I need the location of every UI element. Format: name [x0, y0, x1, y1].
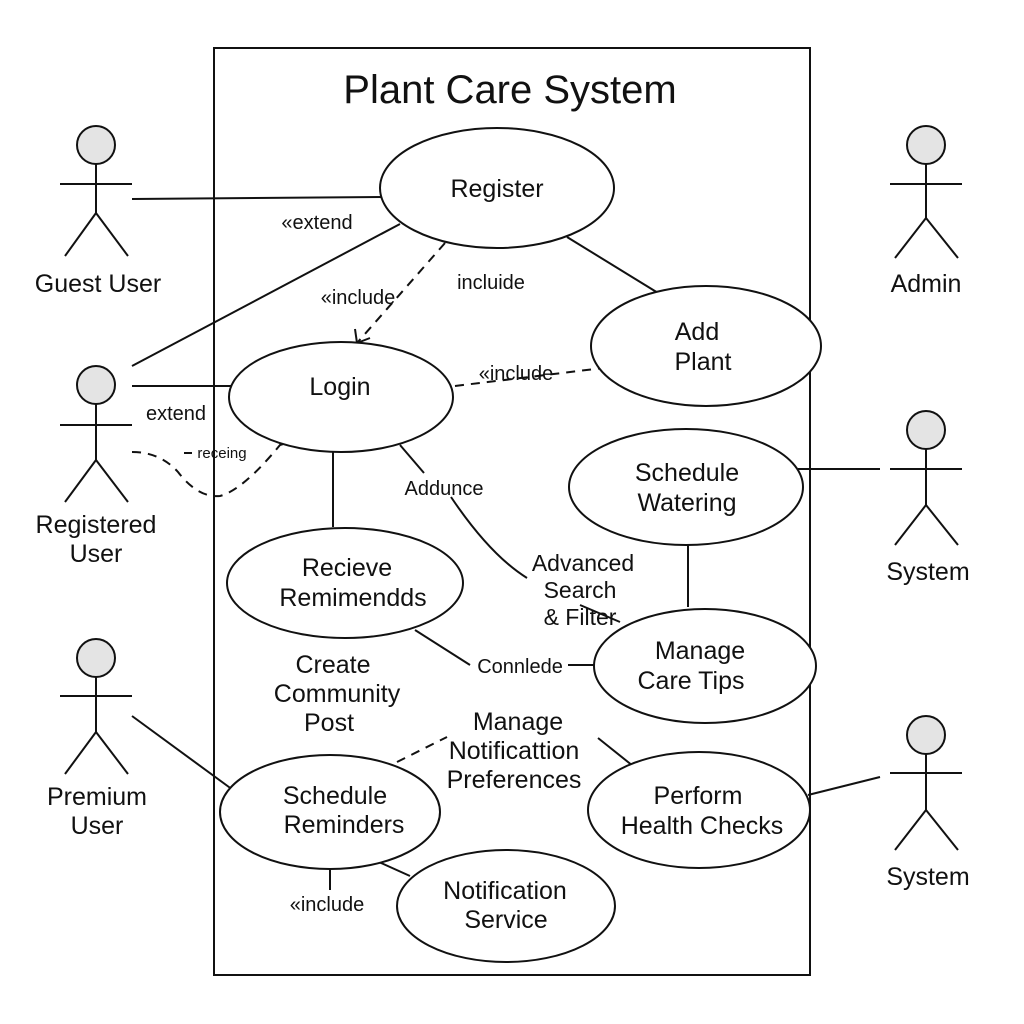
use-case-label: Service [464, 906, 547, 934]
use-case-label: Reminders [284, 811, 405, 839]
label-receing: receing [197, 445, 246, 462]
use-case-label: Schedule [283, 782, 387, 810]
use-case-schedule-watering: Schedule Watering [568, 428, 804, 546]
login-add-plant-include [454, 367, 604, 387]
registered-register-association [131, 223, 401, 367]
guest-register-association [131, 196, 384, 200]
use-case-label: Schedule [635, 459, 739, 487]
register-add-plant-line [566, 236, 664, 297]
use-case-register: Register [379, 127, 615, 249]
register-login-include [356, 242, 446, 344]
actor-system-middle: System [886, 410, 970, 586]
label-include-notification: «include [290, 894, 365, 916]
free-text-line: Community [274, 680, 401, 708]
use-case-label: Perform [654, 782, 743, 810]
actor-premium-user: Premium User [47, 638, 147, 840]
use-case-perform-health-checks: Perform Health Checks [587, 751, 811, 869]
free-text-manage-notification-preferences: Manage Notificattion Preferences [447, 708, 582, 794]
label-extend-registered: extend [146, 403, 206, 425]
free-text-line: Post [304, 709, 354, 737]
free-text-line: Notificattion [449, 737, 580, 765]
premium-schedule-reminders-association [131, 715, 234, 791]
actor-label: Admin [891, 270, 962, 298]
use-case-label: Notification [443, 877, 567, 905]
free-text-line: & Filter [544, 604, 617, 630]
diagram-title: Plant Care System [343, 68, 676, 112]
actor-label: Guest User [35, 270, 161, 298]
use-case-label: Remimendds [279, 584, 426, 612]
label-include-add-plant: «include [479, 363, 554, 385]
use-case-schedule-reminders: Schedule Reminders [219, 754, 441, 870]
use-case-login: Login [228, 341, 454, 453]
use-case-label: Login [309, 373, 370, 401]
label-addunce: Addunce [405, 478, 484, 500]
actor-admin: Admin [890, 125, 962, 298]
reminders-connlede-line [414, 629, 471, 666]
use-case-label: Health Checks [621, 812, 784, 840]
actor-label: Registered [36, 511, 157, 539]
system-boundary [213, 47, 811, 976]
label-include-register: incluide [457, 272, 525, 294]
free-text-line: Manage [473, 708, 563, 736]
relation-lines [131, 196, 881, 890]
free-text-advanced-search: Advanced Search & Filter [532, 550, 634, 630]
login-addunce-line [399, 444, 425, 474]
free-text-line: Preferences [447, 766, 582, 794]
search-care-tips-line [579, 604, 621, 623]
actor-label: System [886, 558, 969, 586]
label-connlede: Connlede [477, 656, 563, 678]
actor-label: User [70, 540, 123, 568]
free-text-create-community-post: Create Community Post [274, 651, 401, 737]
health-checks-system-association [807, 776, 881, 796]
free-text-line: Advanced [532, 550, 634, 576]
actor-label: User [71, 812, 124, 840]
actor-system-lower: System [886, 715, 970, 891]
use-case-label: Watering [637, 489, 736, 517]
use-case-receive-reminders: Recieve Remimendds [226, 527, 464, 639]
use-case-manage-care-tips: Manage Care Tips [593, 608, 817, 724]
free-text-line: Create [295, 651, 370, 679]
label-include-login: «include [321, 287, 396, 309]
use-case-notification-service: Notification Service [396, 849, 616, 963]
label-extend-guest: «extend [281, 212, 352, 234]
actor-registered-user: Registered User [36, 365, 157, 568]
actor-label: System [886, 863, 969, 891]
free-text-line: Search [544, 577, 617, 603]
use-case-label: Recieve [302, 554, 392, 582]
use-case-label: Manage [655, 637, 745, 665]
schedule-reminders-prefs-dashed [396, 736, 448, 763]
receing-dashed-relation [131, 435, 313, 498]
use-case-label: Plant [675, 348, 732, 376]
actor-guest-user: Guest User [35, 125, 161, 298]
use-case-label: Care Tips [638, 667, 745, 695]
actor-label: Premium [47, 783, 147, 811]
addunce-search-line [450, 496, 528, 579]
use-case-label: Register [450, 175, 543, 203]
use-case-add-plant: Add Plant [590, 285, 822, 407]
use-case-label: Add [675, 318, 719, 346]
